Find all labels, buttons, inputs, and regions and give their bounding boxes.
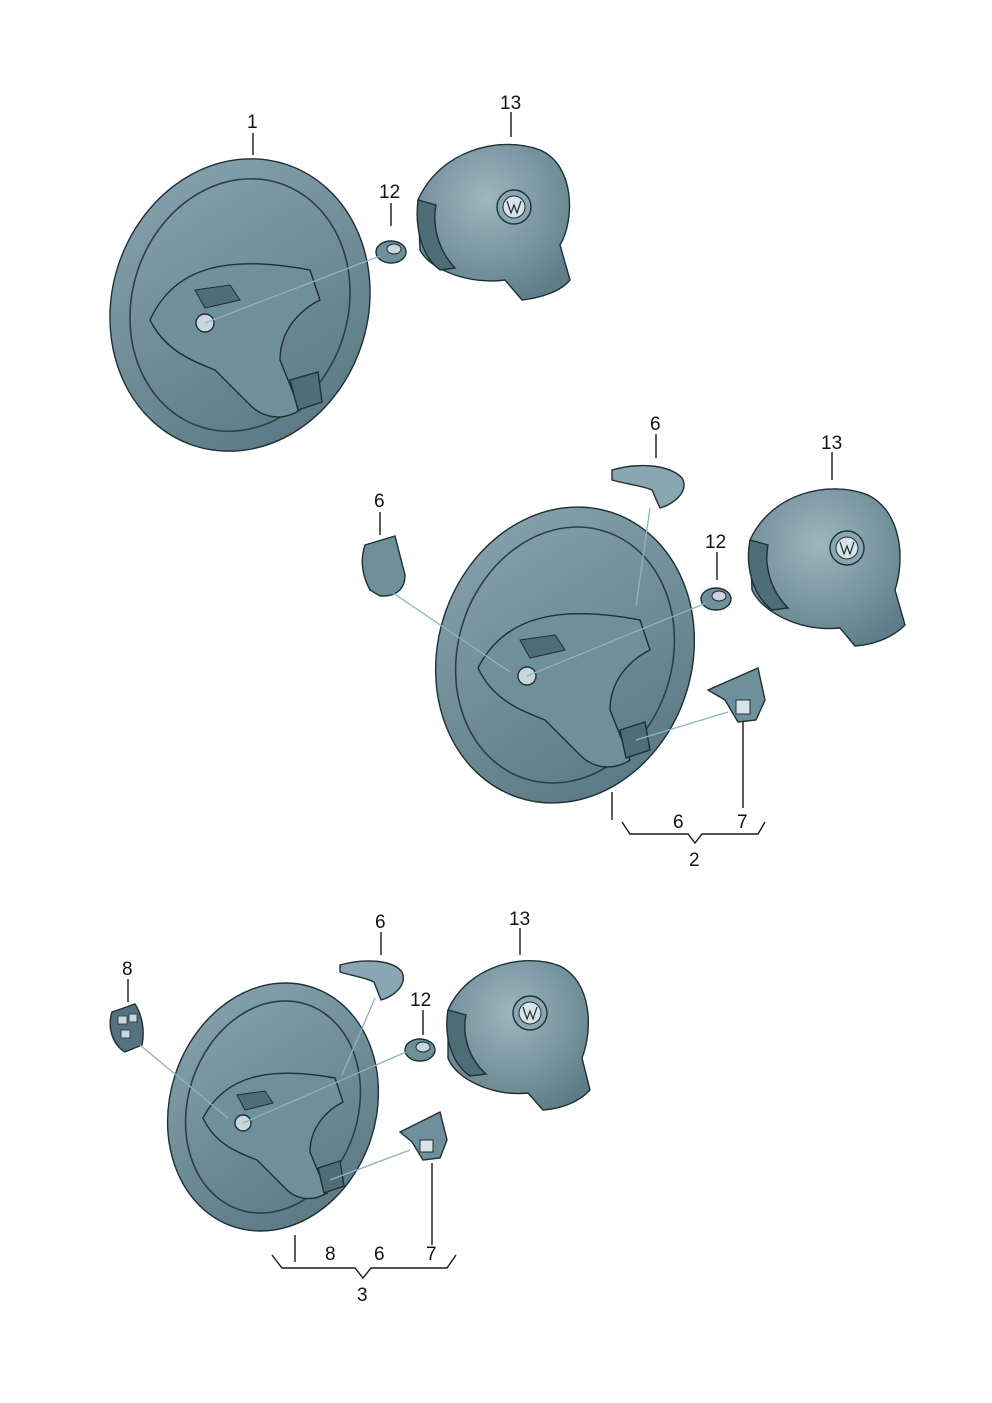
nut-12-group-1 [375,240,407,264]
airbag-13-group-1 [416,143,571,301]
label-7: 7 [737,812,748,833]
label-7: 7 [426,1244,437,1265]
label-8: 8 [325,1244,336,1265]
nut-12-group-3 [404,1038,436,1062]
group-1: 1 12 13 [109,93,571,452]
label-12: 12 [705,532,726,553]
label-12: 12 [410,990,431,1011]
label-6: 6 [374,1244,385,1265]
group-3: 8 6 12 13 8 6 7 3 [109,909,591,1306]
nut-12-group-2 [700,587,732,611]
cover-6-top [611,464,685,509]
label-6: 6 [374,491,385,512]
label-3: 3 [357,1285,368,1306]
label-1: 1 [247,112,258,133]
cover-6-left [361,535,406,597]
cover-6-group-3 [339,960,404,1001]
label-6: 6 [673,812,684,833]
label-6: 6 [375,912,386,933]
airbag-13-group-2 [747,488,906,647]
bracket-7-group-2 [706,667,766,723]
airbag-13-group-3 [446,959,591,1111]
label-2: 2 [689,850,700,871]
label-6: 6 [650,414,661,435]
group-2: 6 6 12 13 6 7 2 [361,414,906,871]
label-12: 12 [379,182,400,203]
bracket-7-group-3 [398,1110,448,1161]
switch-8 [109,1003,144,1053]
steering-wheel-2 [434,506,696,804]
label-13: 13 [509,909,530,930]
steering-wheel-1 [109,158,371,452]
label-13: 13 [821,433,842,454]
steering-wheel-3 [166,982,380,1232]
label-8: 8 [122,959,133,980]
label-13: 13 [500,93,521,114]
